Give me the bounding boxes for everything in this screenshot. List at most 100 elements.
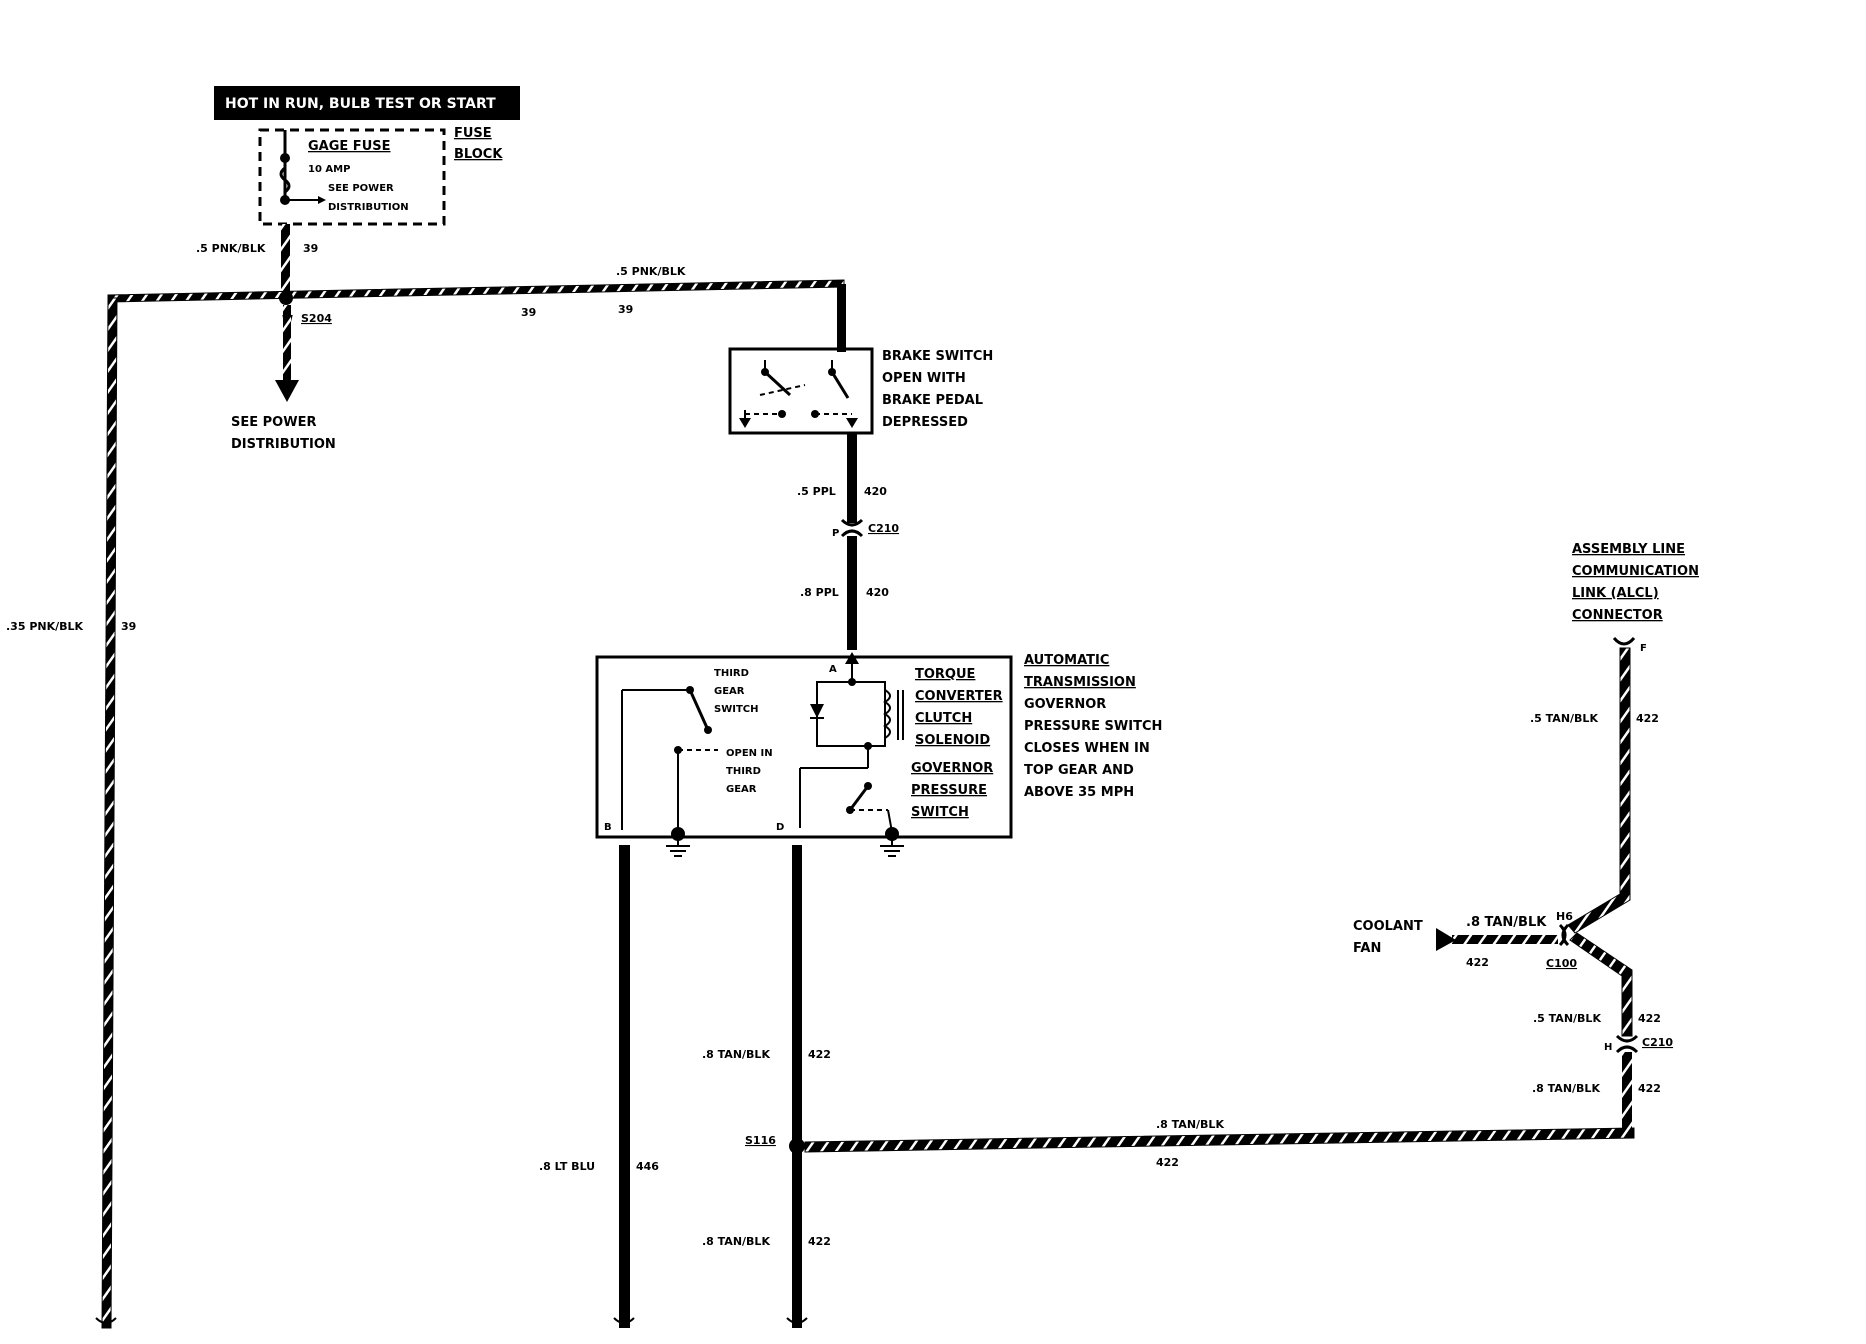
wire-420-upper: [847, 433, 857, 523]
splice-s204-label: S204: [301, 312, 332, 325]
wire-422-alcl-num: 422: [1636, 712, 1659, 725]
transmission-module: A D B TH: [595, 652, 1162, 857]
wire-end-446: [613, 1317, 635, 1324]
wire-422-right-lower: [1622, 1052, 1632, 1136]
wire-422-mid: [792, 845, 802, 1328]
wire-422-low-num: 422: [808, 1235, 831, 1248]
connector-c210-a-icon: [840, 518, 864, 538]
brake-switch-line4: DEPRESSED: [882, 415, 968, 430]
trans-desc-line5: CLOSES WHEN IN: [1024, 741, 1150, 756]
fuse-distribution-label: DISTRIBUTION: [328, 202, 409, 213]
wire-39-left-color: .35 PNK/BLK: [6, 620, 84, 633]
wire-422-mid-num: 422: [808, 1048, 831, 1061]
wire-422-coolant-num: 422: [1466, 956, 1489, 969]
wire-39-horiz-num-b: 39: [618, 303, 633, 316]
wire-422-right-upper-color: .5 TAN/BLK: [1533, 1012, 1601, 1025]
tcc-line3: CLUTCH: [915, 711, 972, 726]
trans-desc-line2: TRANSMISSION: [1024, 675, 1136, 690]
wire-446-color: .8 LT BLU: [539, 1160, 595, 1173]
splice-s116-dot: [789, 1138, 805, 1154]
wire-422-coolant-color: .8 TAN/BLK: [1466, 915, 1547, 930]
wire-422-right-upper: [1569, 932, 1633, 1037]
hot-in-run-header: HOT IN RUN, BULB TEST OR START: [214, 86, 520, 120]
wire-422-coolant: [1452, 935, 1558, 944]
connector-c210-b-pin: H: [1604, 1042, 1612, 1053]
brake-switch: BRAKE SWITCH OPEN WITH BRAKE PEDAL DEPRE…: [728, 347, 993, 435]
wire-422-low-color: .8 TAN/BLK: [702, 1235, 770, 1248]
wire-39-horiz-color: .5 PNK/BLK: [616, 265, 686, 278]
alcl-line3: LINK (ALCL): [1572, 586, 1659, 601]
third-gear-line3: SWITCH: [714, 704, 758, 715]
wire-end-422: [786, 1317, 808, 1324]
power-dist-line1: SEE POWER: [231, 415, 316, 430]
connector-c210-a-pin: P: [832, 528, 839, 539]
coolant-fan-line1: COOLANT: [1353, 919, 1423, 934]
open-in-line3: GEAR: [726, 784, 757, 795]
alcl-pin: F: [1640, 643, 1647, 654]
wire-39-horiz-num-a: 39: [521, 306, 536, 319]
wire-422-right-lower-num: 422: [1638, 1082, 1661, 1095]
wire-end-left: [95, 1317, 117, 1324]
solenoid-coil-icon: [883, 689, 891, 739]
trans-desc-line7: ABOVE 35 MPH: [1024, 785, 1134, 800]
diode-icon: [810, 704, 824, 718]
alcl-line2: COMMUNICATION: [1572, 564, 1699, 579]
wire-420-upper-color: .5 PPL: [797, 485, 836, 498]
open-in-line1: OPEN IN: [726, 748, 773, 759]
wire-39-top-num: 39: [303, 242, 318, 255]
tcc-line4: SOLENOID: [915, 733, 990, 748]
fuse-icon: [279, 166, 291, 194]
wire-422-right-lower-color: .8 TAN/BLK: [1532, 1082, 1600, 1095]
connector-c210-b-label: C210: [1642, 1036, 1673, 1049]
connector-c100: H6 C100: [1546, 910, 1577, 970]
wire-39-horizontal: [107, 279, 845, 303]
trans-desc-line4: PRESSURE SWITCH: [1024, 719, 1162, 734]
wire-39-top-color: .5 PNK/BLK: [196, 242, 266, 255]
connector-c210-b-icon: [1615, 1034, 1639, 1054]
connector-c100-label: C100: [1546, 957, 1577, 970]
wire-422-horizontal: [804, 1127, 1635, 1153]
wire-446-num: 446: [636, 1160, 659, 1173]
wire-39-power-drop: [283, 305, 291, 380]
coolant-fan-line2: FAN: [1353, 941, 1381, 956]
wire-422-right-upper-num: 422: [1638, 1012, 1661, 1025]
splice-s204-dot: [279, 291, 293, 305]
wire-420-upper-num: 420: [864, 485, 887, 498]
hot-in-run-label: HOT IN RUN, BULB TEST OR START: [225, 96, 496, 112]
tcc-line2: CONVERTER: [915, 689, 1003, 704]
arrow-right-icon: [318, 196, 326, 204]
trans-desc-line6: TOP GEAR AND: [1024, 763, 1134, 778]
fuse-see-power-label: SEE POWER: [328, 183, 394, 194]
wire-420-lower: [847, 536, 857, 650]
wire-422-alcl: [1567, 647, 1631, 934]
trans-desc-line3: GOVERNOR: [1024, 697, 1106, 712]
connector-c210-a-label: C210: [868, 522, 899, 535]
alcl-line4: CONNECTOR: [1572, 608, 1663, 623]
third-gear-line1: THIRD: [714, 668, 749, 679]
wire-422-horiz-color: .8 TAN/BLK: [1156, 1118, 1224, 1131]
wire-446: [619, 845, 630, 1328]
wire-39-left-vertical: [101, 297, 118, 1329]
splice-s116-label: S116: [745, 1134, 776, 1147]
trans-desc-line1: AUTOMATIC: [1024, 653, 1109, 668]
wire-420-lower-color: .8 PPL: [800, 586, 839, 599]
fuse-block-label-2: BLOCK: [454, 147, 503, 162]
brake-switch-line2: OPEN WITH: [882, 371, 966, 386]
trans-pin-a: A: [829, 664, 837, 675]
gage-fuse-label: GAGE FUSE: [308, 139, 391, 154]
alcl-line1: ASSEMBLY LINE: [1572, 542, 1685, 557]
brake-switch-line3: BRAKE PEDAL: [882, 393, 983, 408]
wire-420-lower-num: 420: [866, 586, 889, 599]
arrow-down-icon: [275, 380, 299, 402]
trans-pin-b: B: [604, 822, 612, 833]
wire-422-mid-color: .8 TAN/BLK: [702, 1048, 770, 1061]
fuse-block-label-1: FUSE: [454, 126, 492, 141]
wire-39-left-num: 39: [121, 620, 136, 633]
connector-c100-pin: H6: [1556, 910, 1573, 923]
wire-39-fuse-drop: [281, 224, 290, 294]
wire-422-horiz-num: 422: [1156, 1156, 1179, 1169]
fuse-rating-label: 10 AMP: [308, 164, 350, 175]
open-in-line2: THIRD: [726, 766, 761, 777]
fuse-block: GAGE FUSE 10 AMP SEE POWER DISTRIBUTION …: [258, 126, 503, 226]
